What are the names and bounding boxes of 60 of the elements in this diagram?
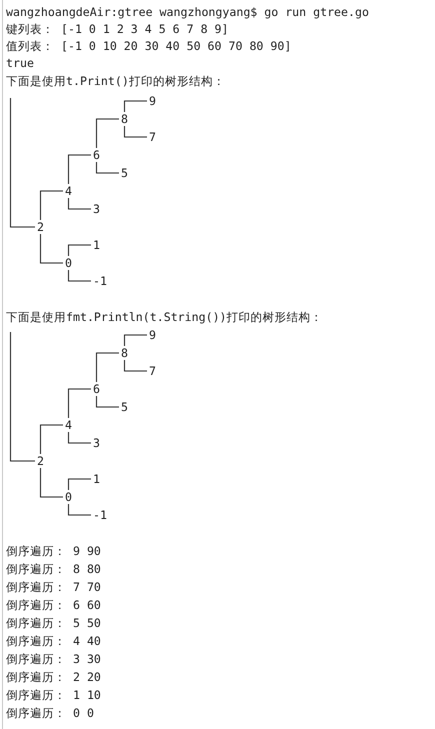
tree-branch-line: [124, 334, 147, 346]
tree-branch-line: [96, 352, 119, 382]
tree-node-number: -1: [93, 274, 107, 288]
tree-node-number: 1: [93, 472, 100, 486]
root-branch-line: [10, 332, 35, 462]
tree-node-number: 5: [121, 166, 128, 180]
tree-node-number: 1: [93, 238, 100, 252]
tree-node-number: 5: [121, 400, 128, 414]
tree-node-number: 8: [121, 346, 128, 360]
traversal-line: 倒序遍历： 2 20: [6, 669, 101, 685]
tree-branch-line: [68, 198, 91, 210]
terminal-line: wangzhoangdeAir:gtree wangzhongyang$ go run gtree.go: [6, 4, 369, 20]
tree-branch-line: [124, 360, 147, 372]
terminal-line: true: [6, 55, 34, 71]
root-branch-line: [10, 98, 35, 228]
tree-branch-line: [124, 126, 147, 138]
tree-branch-line: [96, 162, 119, 174]
tree-branch-line: [68, 432, 91, 444]
tree-branch-line: [68, 154, 91, 184]
traversal-line: 倒序遍历： 0 0: [6, 705, 94, 721]
traversal-line: 倒序遍历： 1 10: [6, 687, 101, 703]
traversal-line: 倒序遍历： 9 90: [6, 543, 101, 559]
tree-node-number: 8: [121, 112, 128, 126]
traversal-line: 倒序遍历： 8 80: [6, 561, 101, 577]
tree-node-number: 7: [149, 130, 156, 144]
tree-branch-line: [68, 504, 91, 516]
tree-node-number: 7: [149, 364, 156, 378]
tree-branch-line: [124, 100, 147, 112]
traversal-line: 倒序遍历： 7 70: [6, 579, 101, 595]
tree-branch-line: [68, 478, 91, 490]
tree-node-number: 9: [149, 94, 156, 108]
terminal-line: 键列表： [-1 0 1 2 3 4 5 6 7 8 9]: [6, 21, 229, 37]
tree-branch-line: [68, 244, 91, 256]
tree-branch-line: [96, 118, 119, 148]
tree-node-number: 9: [149, 328, 156, 342]
tree-node-number: 2: [37, 220, 44, 234]
terminal-line: 值列表： [-1 0 10 20 30 40 50 60 70 80 90]: [6, 38, 292, 54]
tree-node-number: 0: [65, 490, 72, 504]
tree-branch-line: [68, 270, 91, 282]
terminal-line: 下面是使用t.Print()打印的树形结构：: [6, 73, 225, 89]
tree-branch-line: [40, 234, 63, 264]
traversal-line: 倒序遍历： 6 60: [6, 597, 101, 613]
tree-branch-line: [40, 190, 63, 220]
traversal-line: 倒序遍历： 4 40: [6, 633, 101, 649]
tree-branch-line: [40, 424, 63, 454]
tree-node-number: 2: [37, 454, 44, 468]
traversal-line: 倒序遍历： 5 50: [6, 615, 101, 631]
tree-node-number: 3: [93, 202, 100, 216]
tree-branch-line: [96, 396, 119, 408]
tree-node-number: -1: [93, 508, 107, 522]
tree-node-number: 3: [93, 436, 100, 450]
tree-branch-line: [40, 468, 63, 498]
tree-node-number: 6: [93, 148, 100, 162]
terminal-line: 下面是使用fmt.Println(t.String())打印的树形结构：: [6, 309, 323, 325]
tree-node-number: 0: [65, 256, 72, 270]
tree-branch-line: [68, 388, 91, 418]
tree-node-number: 4: [65, 418, 72, 432]
tree-node-number: 6: [93, 382, 100, 396]
traversal-line: 倒序遍历： 3 30: [6, 651, 101, 667]
tree-node-number: 4: [65, 184, 72, 198]
